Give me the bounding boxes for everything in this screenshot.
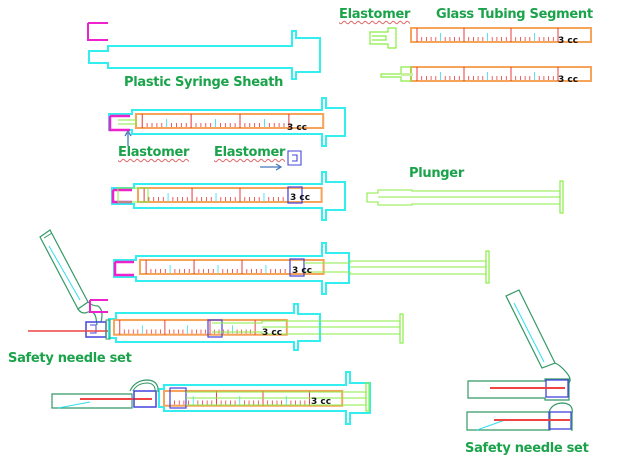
safety-needle-set-detail — [466, 289, 573, 431]
syringe-barrel-assembly-1 — [108, 97, 346, 147]
elastomer-arrow-right — [260, 163, 283, 171]
needle-shield-open — [39, 229, 103, 326]
label-safety-needle-set-left: Safety needle set — [8, 351, 132, 366]
volume-mark: 3 cc — [558, 36, 578, 46]
elastomer-arrow-up — [124, 129, 132, 146]
syringe-with-safety-needle-1 — [28, 299, 404, 351]
glass-tubing-segment-2 — [380, 66, 592, 82]
volume-mark: 3 cc — [262, 328, 282, 338]
label-safety-needle-set-right: Safety needle set — [465, 441, 589, 456]
volume-mark: 3 cc — [287, 123, 307, 133]
volume-mark: 3 cc — [558, 75, 578, 85]
volume-mark: 3 cc — [290, 193, 310, 203]
label-glass-tubing-segment: Glass Tubing Segment — [436, 7, 593, 22]
syringe-with-plunger-assembly — [113, 242, 490, 295]
label-plunger: Plunger — [409, 166, 464, 181]
syringe-with-safety-needle-2 — [51, 371, 371, 425]
plunger-part — [366, 180, 564, 214]
plastic-syringe-sheath — [87, 22, 321, 80]
label-plastic-syringe-sheath: Plastic Syringe Sheath — [124, 75, 284, 90]
volume-mark: 3 cc — [292, 266, 312, 276]
label-elastomer-left: Elastomer — [118, 145, 190, 160]
elastomer-part — [369, 27, 397, 49]
label-elastomer-top: Elastomer — [339, 7, 411, 22]
syringe-barrel-assembly-2 — [111, 171, 346, 221]
elastomer-stopper-part — [287, 150, 302, 166]
cap-magenta — [87, 22, 108, 41]
volume-mark: 3 cc — [311, 397, 331, 407]
label-elastomer-right: Elastomer — [214, 145, 286, 160]
